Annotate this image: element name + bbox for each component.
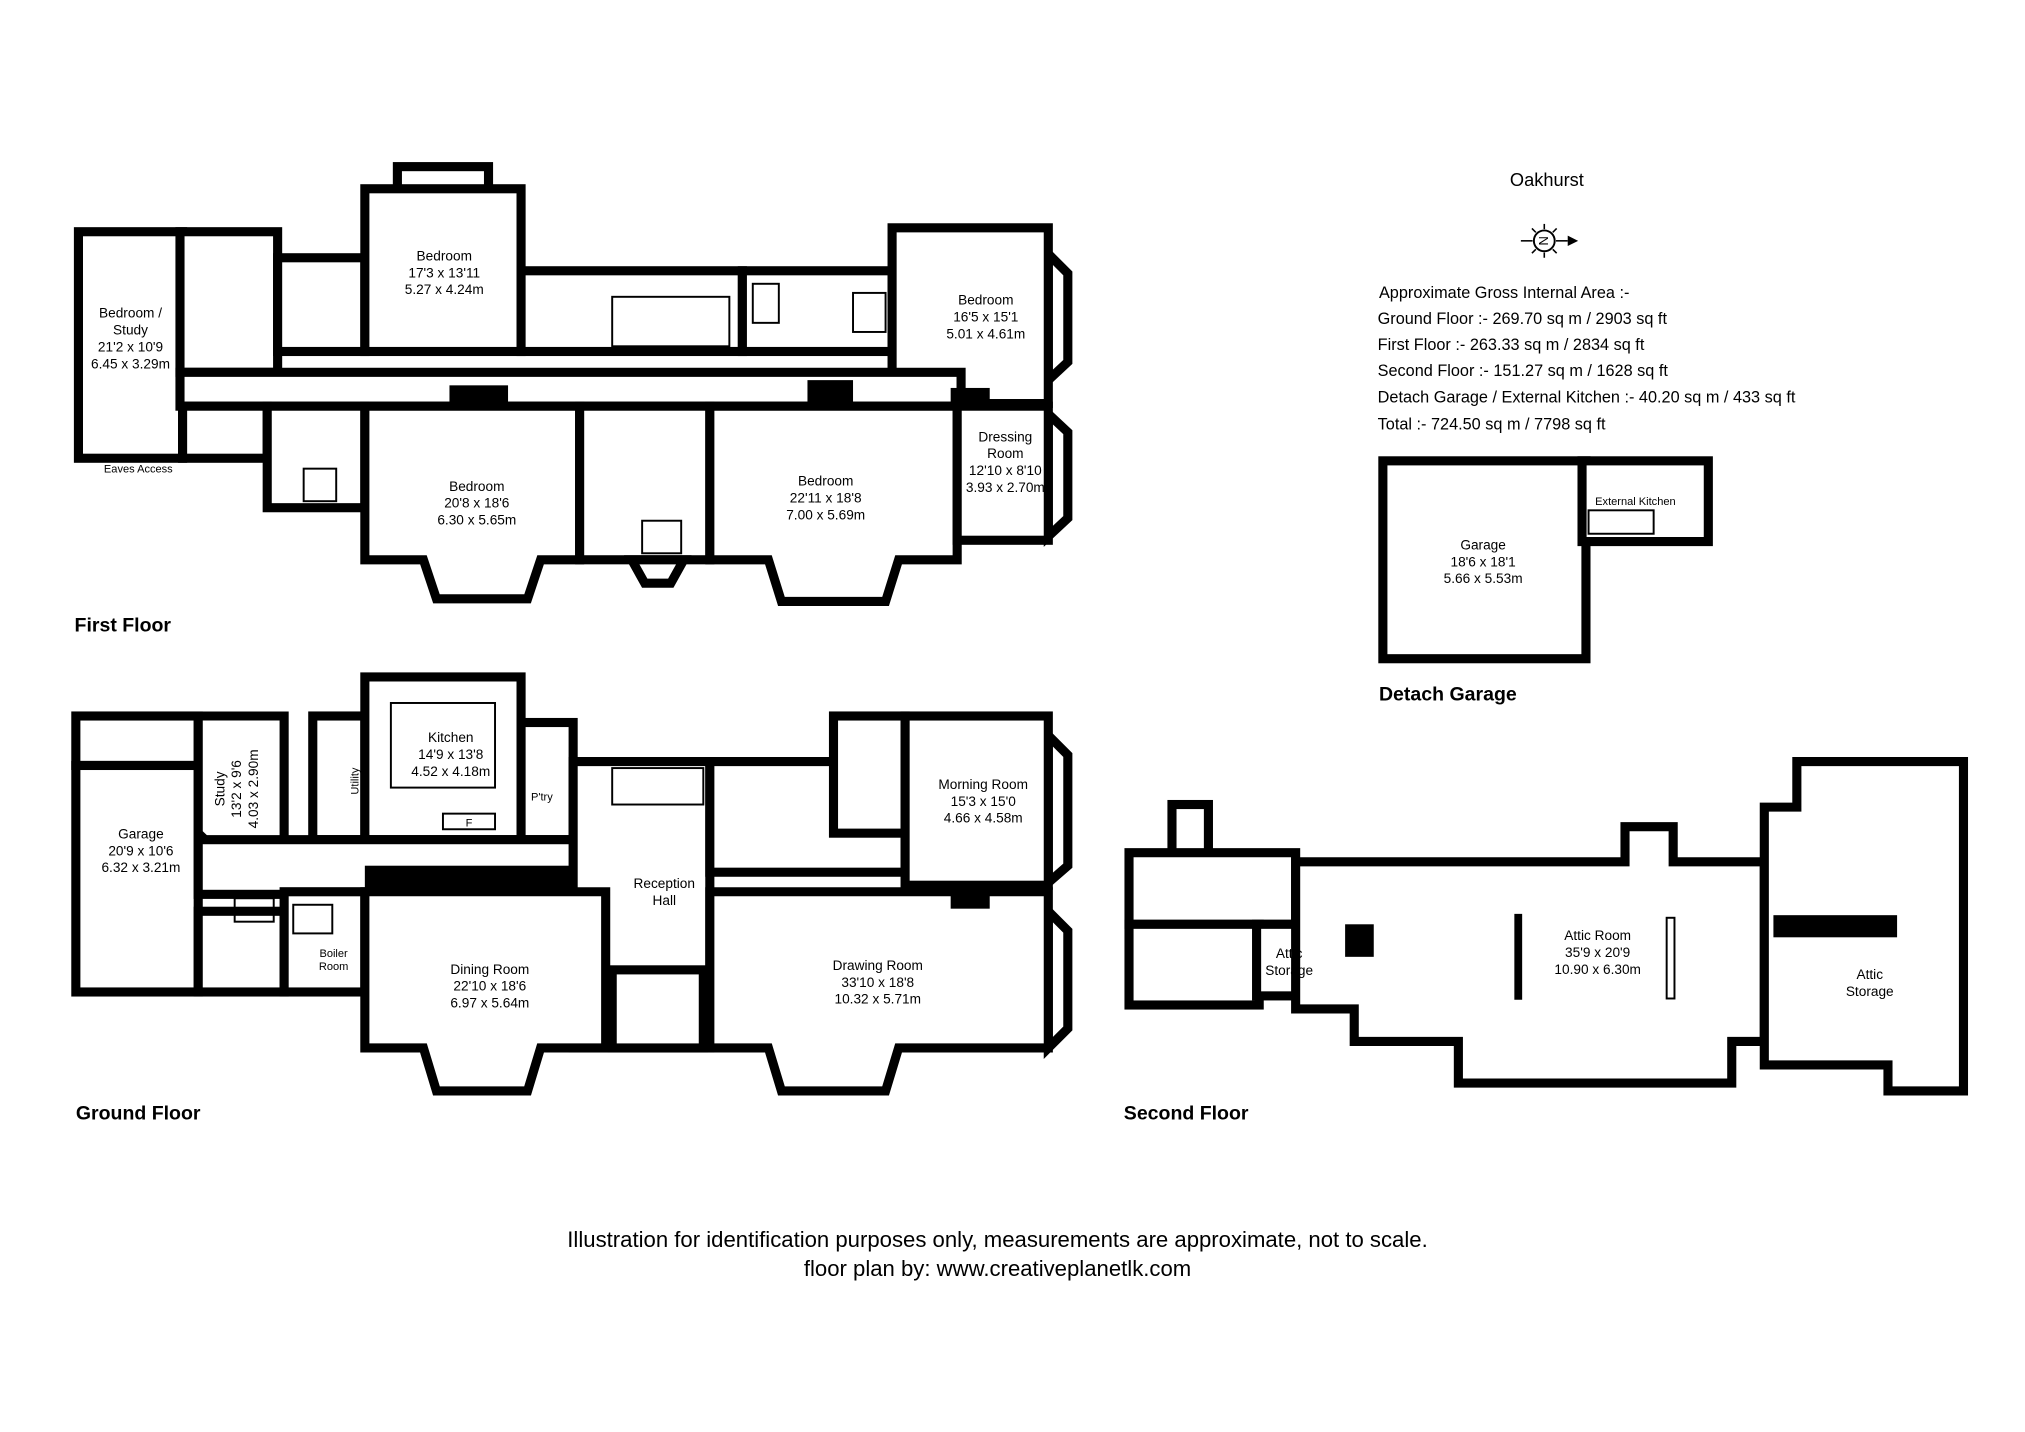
room-dims: 6.32 x 3.21m <box>101 860 180 875</box>
room-dims: 5.01 x 4.61m <box>946 326 1025 341</box>
room-dims: 3.93 x 2.70m <box>966 480 1045 495</box>
room-label: Attic Room <box>1564 928 1631 943</box>
area-line: First Floor :- 263.33 sq m / 2834 sq ft <box>1378 336 1645 354</box>
room-dims: 6.97 x 5.64m <box>450 996 529 1011</box>
area-line: Total :- 724.50 sq m / 7798 sq ft <box>1378 416 1606 434</box>
room-dims: 15'3 x 15'0 <box>951 794 1017 809</box>
svg-text:N: N <box>1536 236 1551 245</box>
room-dims: 4.66 x 4.58m <box>944 811 1023 826</box>
room-dims: 22'11 x 18'8 <box>790 491 862 506</box>
floor-label-first: First Floor <box>75 614 172 636</box>
room-label: Drawing Room <box>833 958 923 973</box>
room-dims: 7.00 x 5.69m <box>786 507 865 522</box>
eaves-label: Eaves Access <box>104 464 173 476</box>
room-dims: 6.30 x 5.65m <box>437 513 516 528</box>
room-label: Dining Room <box>450 962 529 977</box>
area-line: Detach Garage / External Kitchen :- 40.2… <box>1378 388 1796 406</box>
room-label: Kitchen <box>428 730 474 745</box>
room-dims: 18'6 x 18'1 <box>1451 554 1516 569</box>
room-dims: 16'5 x 15'1 <box>953 310 1018 325</box>
external-kitchen-label: External Kitchen <box>1595 496 1675 508</box>
fridge-label: F <box>466 818 473 830</box>
north-compass-icon: N <box>1520 223 1579 258</box>
first-floor-plan <box>73 162 1073 606</box>
storage-label: Storage <box>1265 963 1313 978</box>
room-dims: 12'10 x 8'10 <box>969 463 1042 478</box>
room-label: Room <box>987 446 1023 461</box>
area-heading: Approximate Gross Internal Area :- <box>1379 284 1629 302</box>
property-title: Oakhurst <box>1510 170 1584 190</box>
room-dims: 6.45 x 3.29m <box>91 356 170 371</box>
credit: floor plan by: www.creativeplanetlk.com <box>804 1256 1191 1281</box>
room-dims: 4.03 x 2.90m <box>246 749 261 828</box>
room-label: Garage <box>118 826 164 841</box>
floor-label-second: Second Floor <box>1124 1103 1249 1125</box>
room-dims: 33'10 x 18'8 <box>841 975 914 990</box>
room-label: Bedroom <box>417 248 472 263</box>
room-dims: 21'2 x 10'9 <box>98 339 163 354</box>
room-label: Study <box>113 323 148 338</box>
room-label: Garage <box>1460 537 1506 552</box>
floor-label-garage: Detach Garage <box>1379 683 1517 705</box>
room-dims: 14'9 x 13'8 <box>418 747 483 762</box>
room-dims: 10.90 x 6.30m <box>1554 962 1641 977</box>
utility-label: Utility <box>349 767 361 794</box>
detached-garage-plan <box>1378 456 1713 664</box>
storage-label: Attic <box>1276 946 1303 961</box>
room-label: Bedroom <box>798 474 853 489</box>
storage-label: Storage <box>1846 984 1894 999</box>
room-dims: 4.52 x 4.18m <box>411 764 490 779</box>
room-dims: 20'9 x 10'6 <box>108 843 173 858</box>
room-label: Study <box>212 771 227 806</box>
room-dims: 22'10 x 18'6 <box>453 979 526 994</box>
room-dims: 5.27 x 4.24m <box>405 282 484 297</box>
floor-label-ground: Ground Floor <box>76 1103 201 1125</box>
room-dims: 10.32 x 5.71m <box>834 992 921 1007</box>
room-label: Dressing <box>978 429 1032 444</box>
storage-label: Attic <box>1856 967 1883 982</box>
boiler-label: Boiler <box>319 948 348 960</box>
area-line: Ground Floor :- 269.70 sq m / 2903 sq ft <box>1378 310 1668 328</box>
reception-label: Hall <box>652 893 676 908</box>
area-line: Second Floor :- 151.27 sq m / 1628 sq ft <box>1378 362 1669 380</box>
room-label: Bedroom <box>958 293 1013 308</box>
boiler-label: Room <box>319 961 348 973</box>
reception-label: Reception <box>634 876 696 891</box>
room-label: Morning Room <box>938 777 1028 792</box>
room-dims: 13'2 x 9'6 <box>229 760 244 818</box>
room-label: Bedroom <box>449 479 504 494</box>
ground-floor-plan <box>71 672 1073 1096</box>
pantry-label: P'try <box>531 792 553 804</box>
room-dims: 5.66 x 5.53m <box>1444 571 1523 586</box>
room-dims: 35'9 x 20'9 <box>1565 945 1630 960</box>
disclaimer: Illustration for identification purposes… <box>567 1227 1427 1252</box>
room-label: Bedroom / <box>99 306 162 321</box>
second-floor-plan <box>1124 757 1969 1096</box>
room-dims: 20'8 x 18'6 <box>444 496 509 511</box>
room-dims: 17'3 x 13'11 <box>408 265 480 280</box>
